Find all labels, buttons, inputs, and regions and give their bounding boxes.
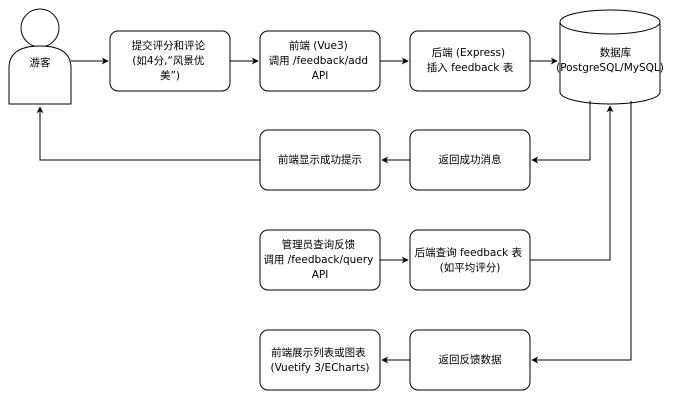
admin-query-node: 管理员查询反馈 调用 /feedback/query API xyxy=(259,229,381,291)
return-feedback-node: 返回反馈数据 xyxy=(409,329,531,391)
return-success-line: 返回成功消息 xyxy=(439,153,502,166)
backend-query-line: 后端查询 feedback 表 xyxy=(415,246,523,259)
backend-query-node: 后端查询 feedback 表 (如平均评分) xyxy=(409,229,531,291)
submit-review-node: 提交评分和评论 (如4分,“风景优 美”) xyxy=(109,30,231,92)
backend-insert-line: 插入 feedback 表 xyxy=(427,61,514,74)
edge-database-to-return-success xyxy=(531,101,591,164)
svg-text:数据库 (PostgreSQL/MySQL): 数据库 (PostgreSQL/MySQL) xyxy=(556,46,664,74)
svg-text:提交评分和评论 (如4分,“风景优: 提交评分和评论 (如4分,“风景优 美”) xyxy=(132,39,209,82)
frontend-call-add-line: API xyxy=(312,70,329,82)
svg-text:后端查询 feedback 表 (如平均评分): 后端查询 feedback 表 (如平均评分) xyxy=(415,246,526,274)
visitor-label: 游客 xyxy=(30,56,51,69)
frontend-call-add-node: 前端 (Vue3) 调用 /feedback/add API xyxy=(259,30,381,92)
svg-text:前端展示列表或图表 (Vuetify 3/ECh: 前端展示列表或图表 (Vuetify 3/ECharts) xyxy=(270,346,369,374)
frontend-display-node: 前端展示列表或图表 (Vuetify 3/ECharts) xyxy=(259,329,381,391)
frontend-call-add-line: 调用 /feedback/add xyxy=(269,55,368,67)
svg-text:前端 (Vue3) 调用 /feedback/a: 前端 (Vue3) 调用 /feedback/add API xyxy=(269,39,372,82)
submit-review-line: 提交评分和评论 xyxy=(132,39,206,52)
database-line: (PostgreSQL/MySQL) xyxy=(556,62,664,74)
admin-query-line: 管理员查询反馈 xyxy=(282,238,356,251)
edge-database-to-return-feedback xyxy=(531,101,632,364)
submit-review-line: 美”) xyxy=(160,69,180,82)
frontend-call-add-line: 前端 (Vue3) xyxy=(289,39,348,52)
return-feedback-line: 返回反馈数据 xyxy=(439,353,502,366)
database-line: 数据库 xyxy=(600,46,632,59)
submit-review-line: (如4分,“风景优 xyxy=(132,54,204,67)
frontend-success-line: 前端显示成功提示 xyxy=(278,153,362,166)
frontend-success-node: 前端显示成功提示 xyxy=(259,129,381,191)
edge-frontend-success-to-visitor xyxy=(36,106,260,161)
svg-text:后端 (Express) 插入 feedback: 后端 (Express) 插入 feedback 表 xyxy=(427,46,514,74)
backend-query-line: (如平均评分) xyxy=(440,261,501,274)
admin-query-line: 调用 /feedback/query xyxy=(263,254,373,266)
return-success-node: 返回成功消息 xyxy=(409,129,531,191)
visitor-actor: 游客 xyxy=(8,8,72,105)
database-node: 数据库 (PostgreSQL/MySQL) xyxy=(556,9,664,105)
backend-insert-line: 后端 (Express) xyxy=(432,46,506,59)
frontend-display-line: 前端展示列表或图表 xyxy=(271,346,366,359)
admin-query-line: API xyxy=(312,269,329,281)
frontend-display-line: (Vuetify 3/ECharts) xyxy=(270,362,369,374)
backend-insert-node: 后端 (Express) 插入 feedback 表 xyxy=(409,30,531,92)
svg-text:管理员查询反馈 调用 /feedback/que: 管理员查询反馈 调用 /feedback/query API xyxy=(263,238,376,281)
edge-backend-query-to-database xyxy=(530,105,614,261)
